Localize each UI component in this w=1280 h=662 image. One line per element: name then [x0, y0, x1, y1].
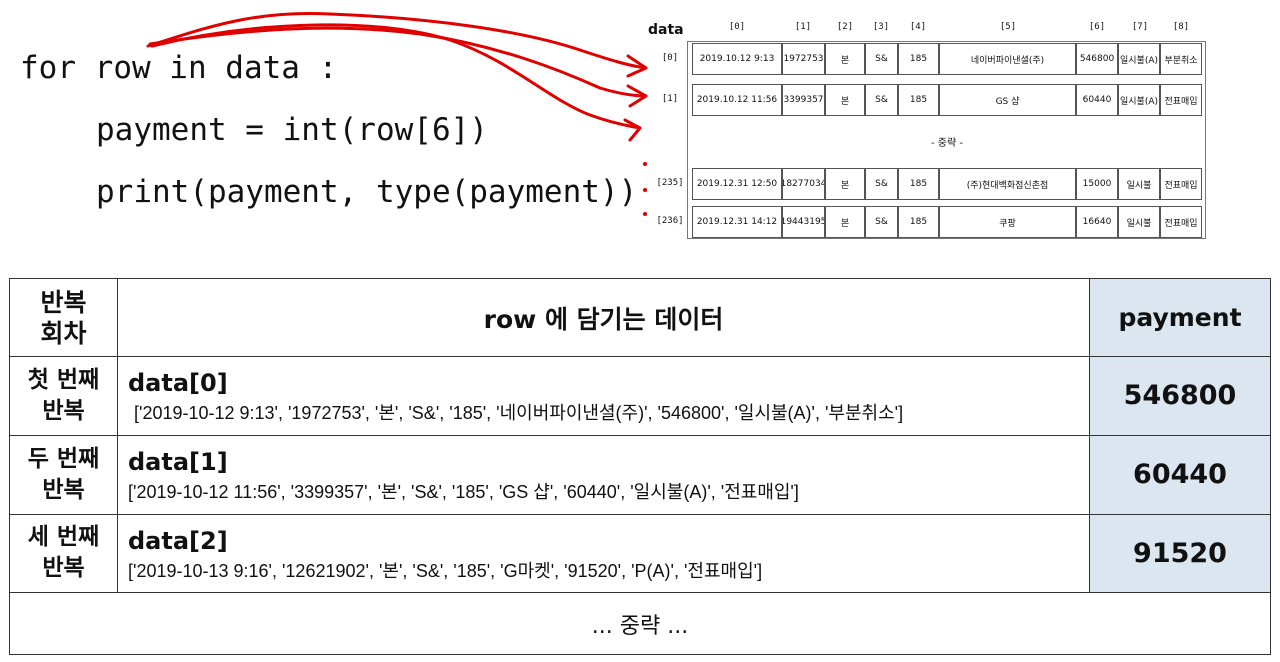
data-table-cell: 본	[825, 84, 865, 116]
data-table-cell: 전표매입	[1160, 206, 1202, 238]
data-table-diagram: data [0] [1] [2] [3] [4] [5] [6] [7] [8] [0] 2019…	[0, 0, 1280, 250]
data-table-cell: 2019.12.31 12:50	[692, 168, 782, 200]
header-payment: payment	[1089, 278, 1271, 357]
data-table-cell: (주)현대백화점신촌점	[939, 168, 1076, 200]
data-table-frame	[687, 41, 1206, 239]
data-table-cell: 2019.10.12 11:56	[692, 84, 782, 116]
data-table-cell: S&	[865, 43, 898, 75]
data-table-column-header: [5]	[999, 22, 1017, 32]
ellipsis-dot	[643, 212, 647, 216]
data-table-cell: 본	[825, 43, 865, 75]
data-table-column-header: [3]	[872, 22, 890, 32]
data-table-cell: 185	[898, 43, 939, 75]
ellipsis-dot	[643, 188, 647, 192]
iteration-row-data: data[1] ['2019-10-12 11:56', '3399357', '…	[117, 434, 1090, 515]
data-table-cell: 3399357	[782, 84, 825, 116]
data-table-column-header: [7]	[1131, 22, 1149, 32]
data-table-cell: 60440	[1076, 84, 1118, 116]
code-line-for: for row in data :	[20, 50, 338, 86]
data-table-cell: 전표매입	[1160, 168, 1202, 200]
code-line-payment: payment = int(row[6])	[96, 112, 488, 148]
data-table-cell: 16640	[1076, 206, 1118, 238]
arrowhead-2	[623, 118, 642, 142]
row-list-value: ['2019-10-13 9:16', '12621902', '본', 'S&…	[128, 560, 763, 581]
arrow-to-row-1	[148, 26, 648, 98]
data-table-cell: 19443195	[782, 206, 825, 238]
row-list-value: ['2019-10-12 9:13', '1972753', '본', 'S&'…	[134, 403, 904, 423]
data-table-column-header: [0]	[728, 22, 746, 32]
data-table-cell: GS 샵	[939, 84, 1076, 116]
data-table-column-header: [4]	[909, 22, 927, 32]
data-table-omitted: - 중략 -	[931, 138, 963, 149]
data-table-cell: S&	[865, 206, 898, 238]
data-table-column-header: [8]	[1172, 22, 1190, 32]
iteration-row-data: data[0] ['2019-10-12 9:13', '1972753', '본…	[117, 356, 1090, 436]
iteration-row-data: data[2] ['2019-10-13 9:16', '12621902', '…	[117, 513, 1090, 594]
data-table-row-index: [1]	[661, 94, 679, 104]
data-table-cell: 2019.10.12 9:13	[692, 43, 782, 75]
data-table-cell: 1972753	[782, 43, 825, 75]
payment-value: 60440	[1089, 434, 1271, 515]
data-table-row-index: [235]	[656, 178, 684, 188]
data-table-cell: 2019.12.31 14:12	[692, 206, 782, 238]
data-table-title: data	[648, 22, 684, 38]
arrowhead-0	[626, 54, 648, 78]
code-line-print: print(payment, type(payment))	[96, 174, 638, 210]
data-table-cell: 185	[898, 84, 939, 116]
data-table-cell: 부분취소	[1160, 43, 1202, 75]
data-table-cell: 일시불	[1118, 168, 1160, 200]
data-table-column-header: [2]	[836, 22, 854, 32]
payment-value: 91520	[1089, 513, 1271, 594]
data-table-cell: 본	[825, 206, 865, 238]
row-title: data[0]	[128, 369, 228, 397]
data-table-cell: 15000	[1076, 168, 1118, 200]
data-table-cell: 네이버파이낸셜(주)	[939, 43, 1076, 75]
data-table-column-header: [6]	[1088, 22, 1106, 32]
data-table-cell: 18277034	[782, 168, 825, 200]
data-table-cell: S&	[865, 168, 898, 200]
header-round: 반복 회차	[9, 278, 118, 357]
data-table-cell: 쿠팡	[939, 206, 1076, 238]
arrow-to-row-0	[146, 12, 648, 70]
data-table-cell: 185	[898, 168, 939, 200]
data-table-cell: 185	[898, 206, 939, 238]
row-title: data[1]	[128, 447, 228, 476]
payment-value: 546800	[1089, 356, 1271, 436]
data-table-cell: 일시불(A)	[1118, 43, 1160, 75]
data-table-cell: 전표매입	[1160, 84, 1202, 116]
loop-arrows	[146, 12, 648, 142]
data-table-cell: S&	[865, 84, 898, 116]
data-table-cell: 일시불(A)	[1118, 84, 1160, 116]
row-list-value: ['2019-10-12 11:56', '3399357', '본', 'S&…	[128, 481, 799, 502]
header-row-data: row 에 담기는 데이터	[117, 278, 1090, 357]
arrow-to-row-2	[150, 23, 642, 130]
data-table-row-index: [236]	[656, 216, 684, 226]
arrowhead-1	[626, 84, 648, 108]
data-table-cell: 일시불	[1118, 206, 1160, 238]
data-table-cell: 본	[825, 168, 865, 200]
row-title: data[2]	[128, 526, 228, 555]
data-table-column-header: [1]	[794, 22, 812, 32]
ellipsis-dot	[643, 162, 647, 166]
data-table-cell: 546800	[1076, 43, 1118, 75]
data-table-row-index: [0]	[661, 53, 679, 63]
omitted-row: ... 중략 ...	[9, 592, 1271, 655]
